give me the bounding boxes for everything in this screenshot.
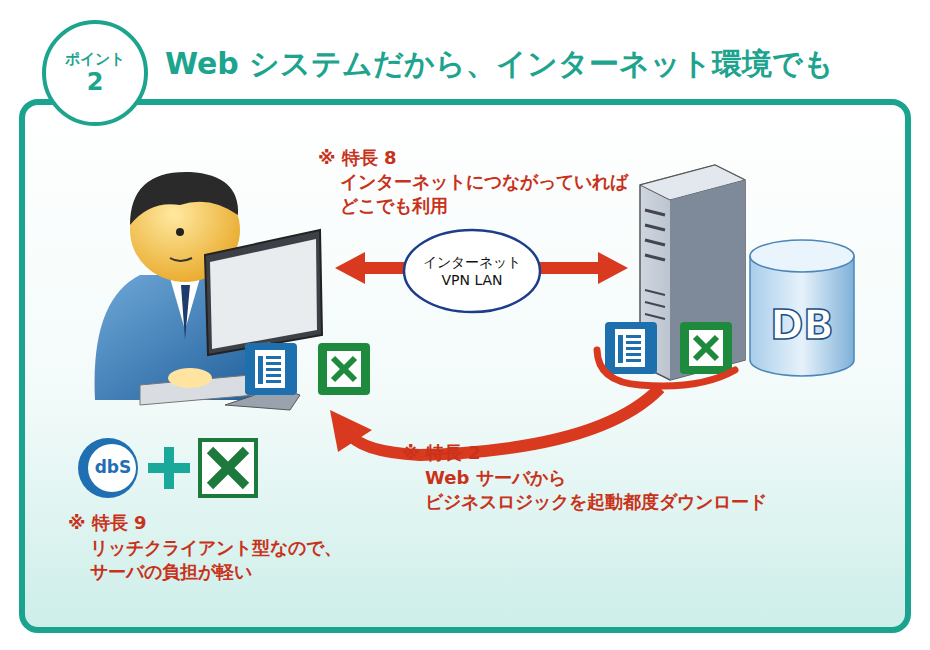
network-ellipse: インターネット VPN LAN (402, 228, 542, 314)
feature-text: リッチクライアント型なので、 サーバの負担が軽い (90, 536, 390, 585)
network-ellipse-outline (402, 228, 542, 314)
dbs-logo (78, 438, 256, 498)
node-text: DB (770, 302, 834, 348)
monitor (140, 230, 322, 410)
download-arrow (330, 350, 735, 455)
node-text: ポイント (65, 50, 125, 69)
node-text: 2 (87, 69, 104, 95)
logo-text: dbS (93, 456, 133, 479)
title: Web システムだから、インターネット環境でも (165, 44, 834, 85)
node-text: インターネット VPN LAN (422, 253, 522, 289)
feature-number: ※ 特長 2 (402, 441, 602, 465)
panel (22, 102, 908, 630)
point-badge: ポイント2 (42, 20, 148, 126)
db-cylinder: DB (748, 238, 856, 378)
feature-number: ※ 特長 9 (68, 511, 268, 535)
feature-number: ※ 特長 8 (318, 146, 518, 170)
feature-text: インターネットにつながっていれば どこでも利用 (340, 170, 630, 219)
feature-text: Web サーバから ビジネスロジックを起動都度ダウンロード (425, 466, 825, 515)
